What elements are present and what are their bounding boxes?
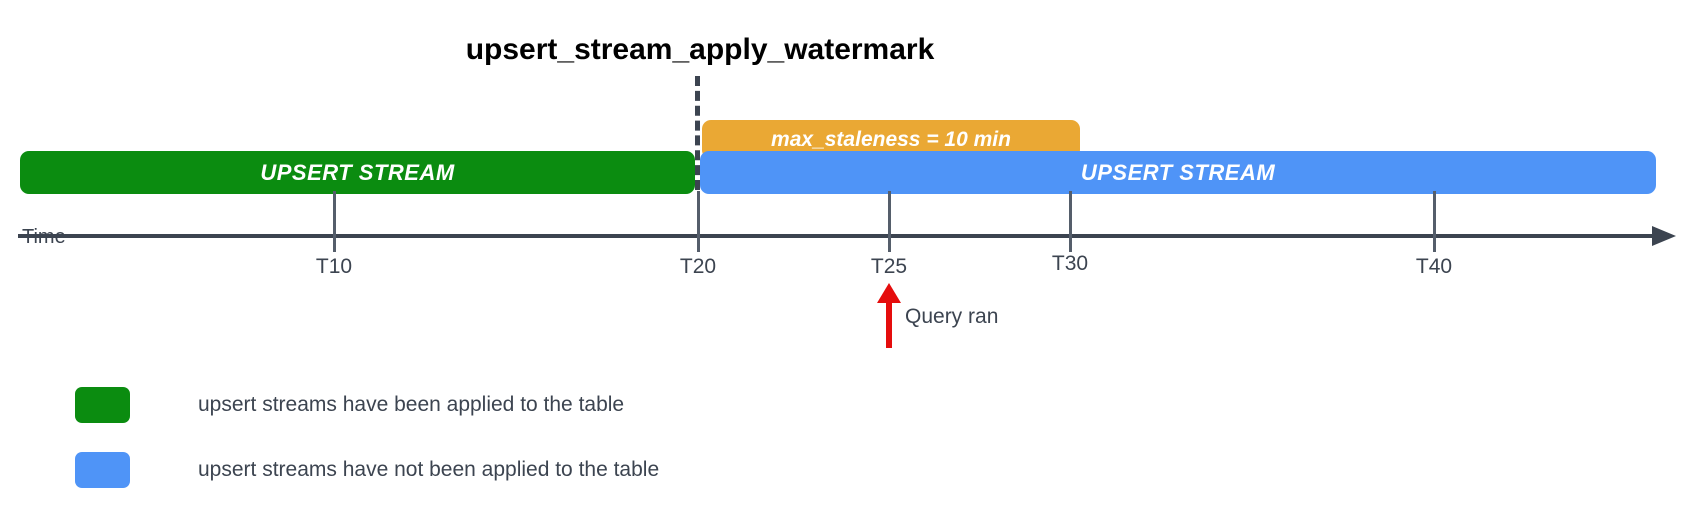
legend-swatch-applied	[75, 387, 130, 423]
tick-mark-t25	[888, 191, 891, 252]
tick-label-t20: T20	[679, 255, 717, 278]
tick-label-t25: T25	[870, 255, 908, 278]
tick-label-t40: T40	[1415, 255, 1453, 278]
upsert-stream-applied-bar: UPSERT STREAM	[20, 151, 695, 194]
legend-item-applied: upsert streams have been applied to the …	[75, 387, 624, 423]
time-axis-arrow-icon	[1652, 226, 1676, 246]
legend-label-not-applied: upsert streams have not been applied to …	[198, 458, 660, 481]
time-axis-label: Time	[22, 226, 66, 248]
legend-label-applied: upsert streams have been applied to the …	[198, 393, 625, 416]
legend-swatch-not-applied	[75, 452, 130, 488]
upsert-stream-not-applied-label: UPSERT STREAM	[1080, 159, 1276, 185]
tick-mark-t10	[333, 191, 336, 252]
time-axis-line	[18, 234, 1660, 238]
tick-mark-t30	[1069, 191, 1072, 252]
upsert-stream-not-applied-bar: UPSERT STREAM	[700, 151, 1656, 194]
upsert-stream-applied-label: UPSERT STREAM	[260, 159, 455, 185]
query-ran-label: Query ran	[905, 305, 999, 328]
tick-mark-t40	[1433, 191, 1436, 252]
query-ran-arrow-icon	[886, 300, 892, 348]
query-ran-arrowhead-icon	[877, 283, 901, 303]
page-title: upsert_stream_apply_watermark	[465, 33, 935, 66]
tick-mark-t20	[697, 191, 700, 252]
tick-label-t10: T10	[315, 255, 353, 278]
tick-label-t30: T30	[1051, 252, 1089, 275]
max-staleness-label: max_staleness = 10 min	[771, 127, 1011, 151]
legend-item-not-applied: upsert streams have not been applied to …	[75, 452, 659, 488]
watermark-dotted-line	[695, 76, 700, 190]
